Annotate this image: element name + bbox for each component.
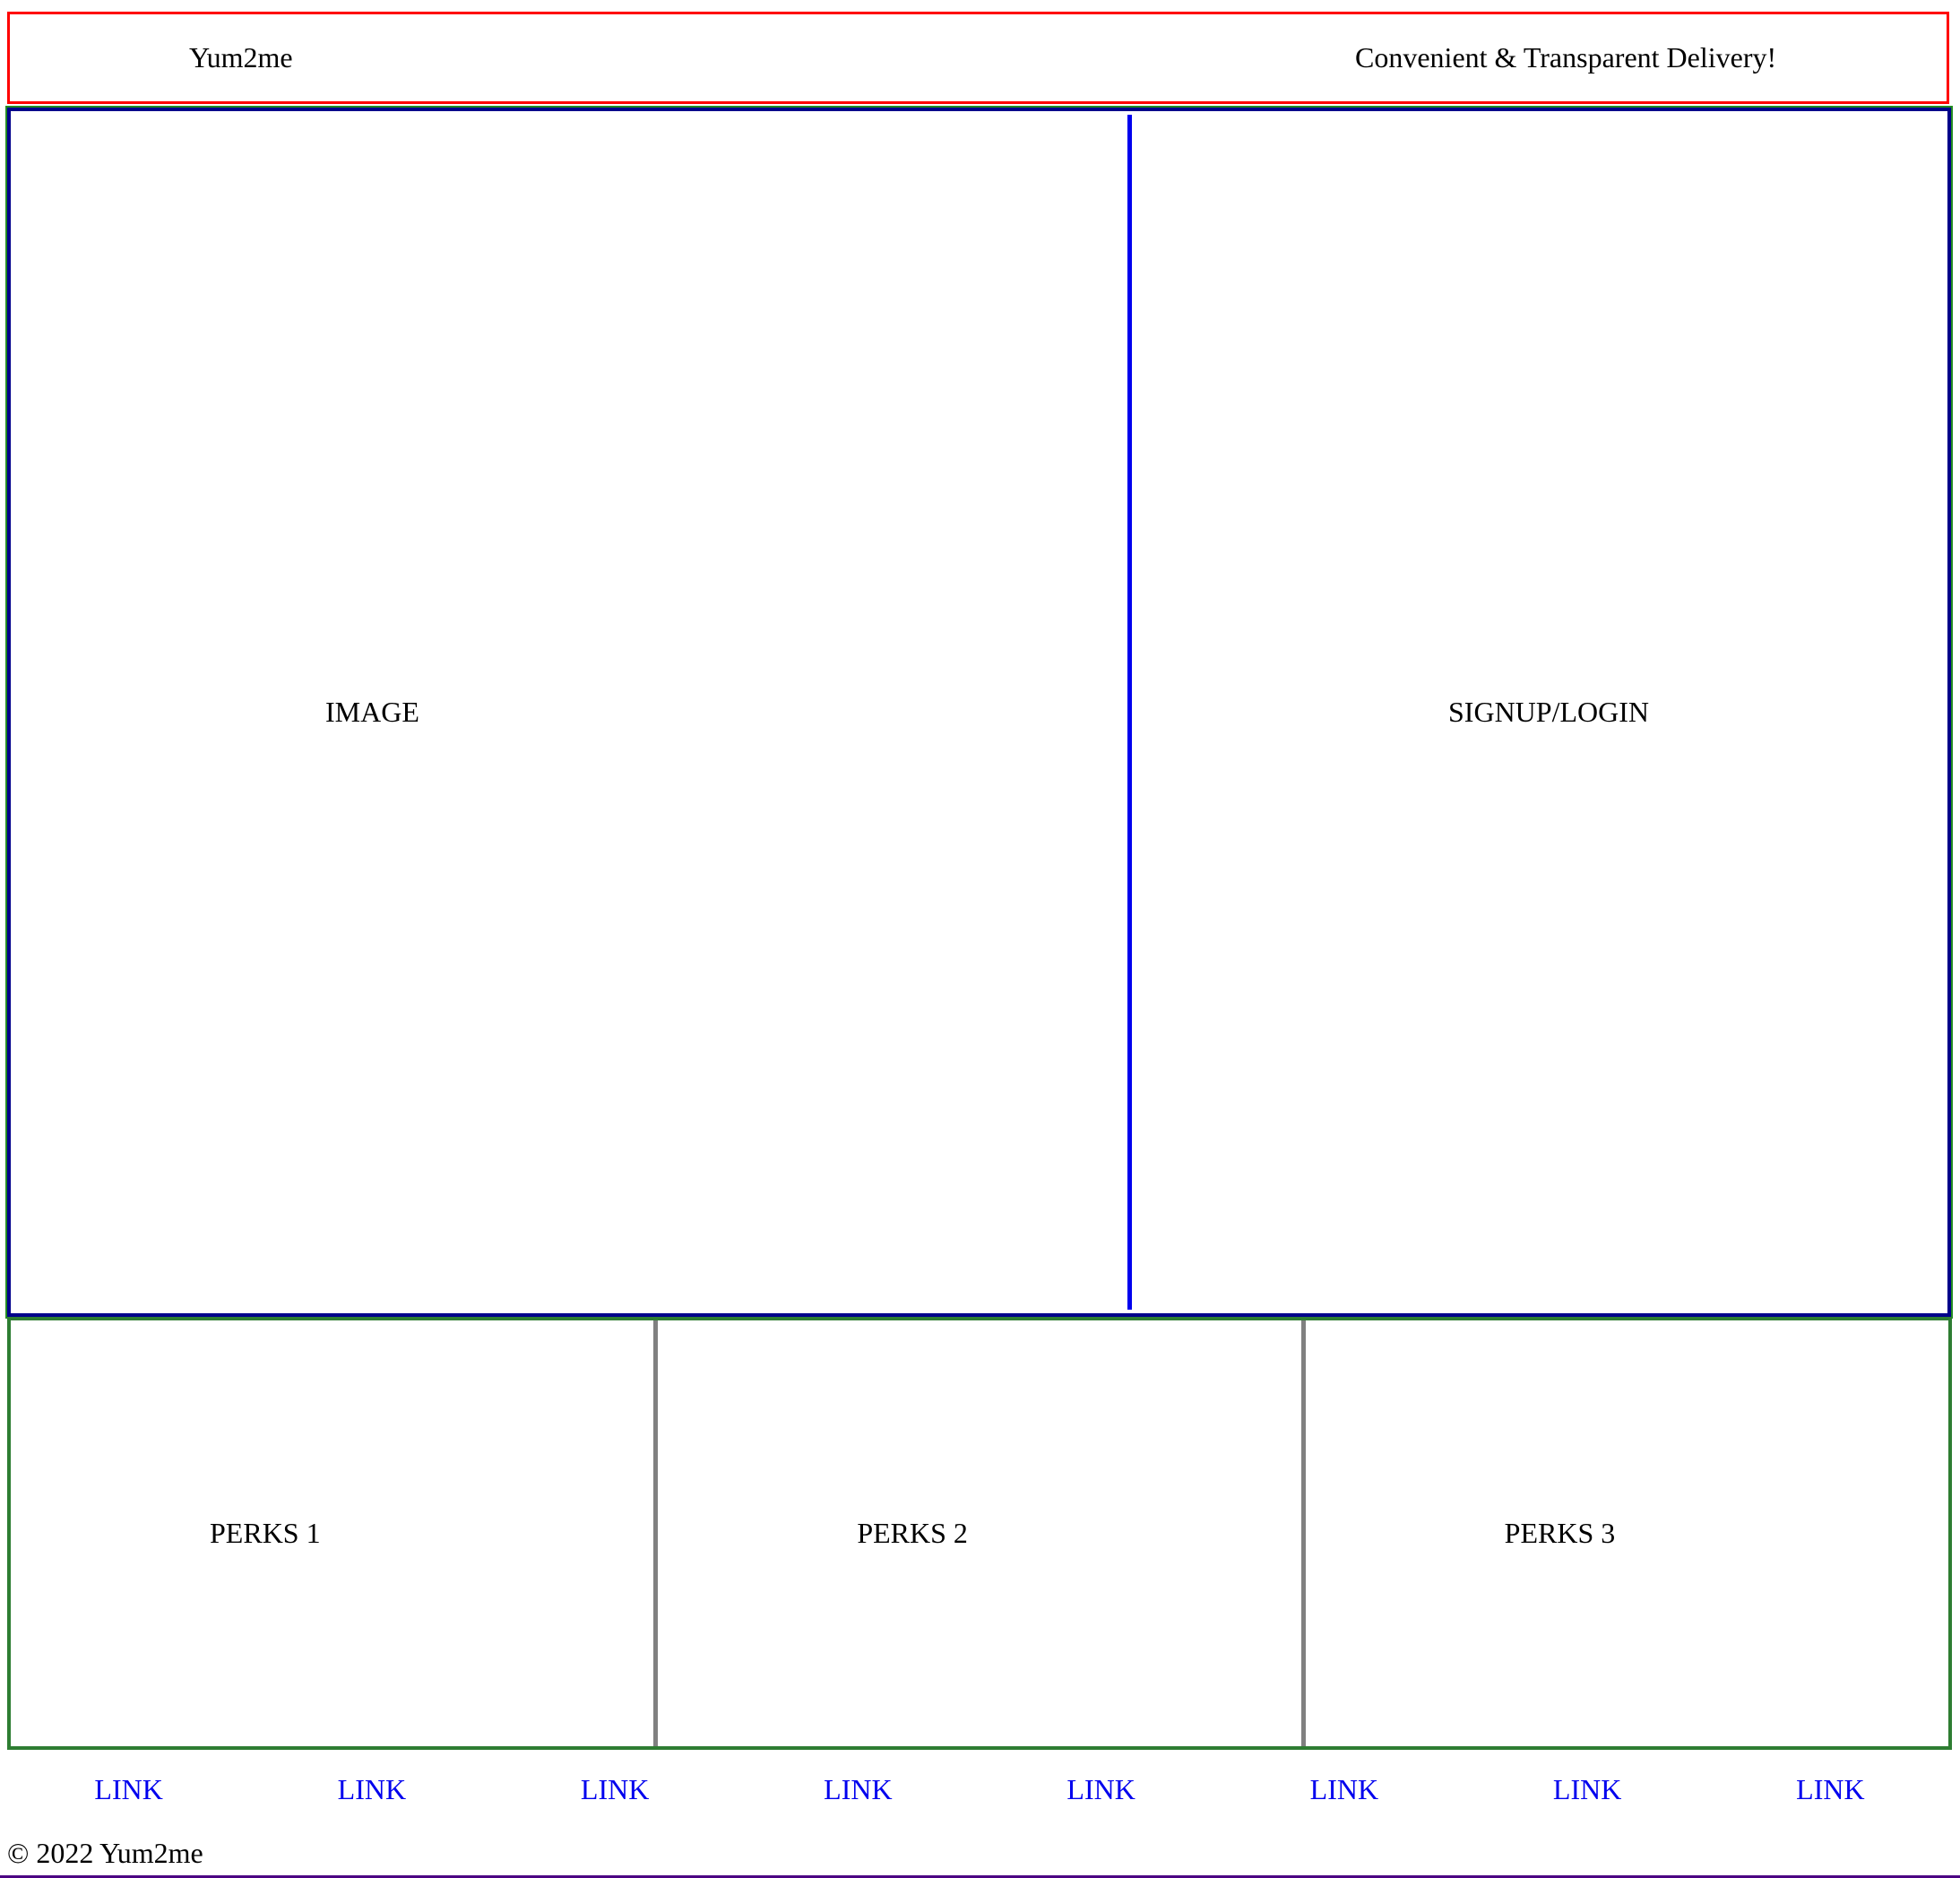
footer-link-5[interactable]: LINK: [1066, 1773, 1135, 1805]
footer-link-8[interactable]: LINK: [1796, 1773, 1865, 1805]
perk-label-2: PERKS 2: [857, 1517, 968, 1549]
signup-login-panel[interactable]: SIGNUP/LOGIN: [1133, 115, 1946, 1310]
perk-label-1: PERKS 1: [210, 1517, 321, 1549]
footer-link-2[interactable]: LINK: [337, 1773, 407, 1805]
footer-link-1[interactable]: LINK: [94, 1773, 163, 1805]
perk-card-1: PERKS 1: [11, 1320, 653, 1746]
brand-name[interactable]: Yum2me: [189, 41, 293, 74]
footer-links: LINK LINK LINK LINK LINK LINK LINK LINK: [7, 1773, 1952, 1806]
footer-link-4[interactable]: LINK: [824, 1773, 893, 1805]
hero-section: IMAGE SIGNUP/LOGIN: [5, 106, 1953, 1319]
hero-image-placeholder: IMAGE: [14, 115, 1132, 1310]
perk-label-3: PERKS 3: [1504, 1517, 1616, 1549]
perk-card-3: PERKS 3: [1300, 1320, 1948, 1746]
footer-link-7[interactable]: LINK: [1552, 1773, 1622, 1805]
signup-login-label[interactable]: SIGNUP/LOGIN: [1448, 696, 1649, 728]
perk-card-2: PERKS 2: [653, 1320, 1300, 1746]
hero-image-label: IMAGE: [325, 696, 419, 728]
copyright-text: © 2022 Yum2me: [7, 1837, 203, 1869]
footer-link-3[interactable]: LINK: [580, 1773, 650, 1805]
perks-section: PERKS 1 PERKS 2 PERKS 3: [7, 1317, 1952, 1750]
footer-link-6[interactable]: LINK: [1309, 1773, 1379, 1805]
site-header: Yum2me Convenient & Transparent Delivery…: [7, 12, 1949, 104]
bottom-divider: [0, 1875, 1960, 1878]
header-tagline: Convenient & Transparent Delivery!: [1355, 41, 1777, 74]
